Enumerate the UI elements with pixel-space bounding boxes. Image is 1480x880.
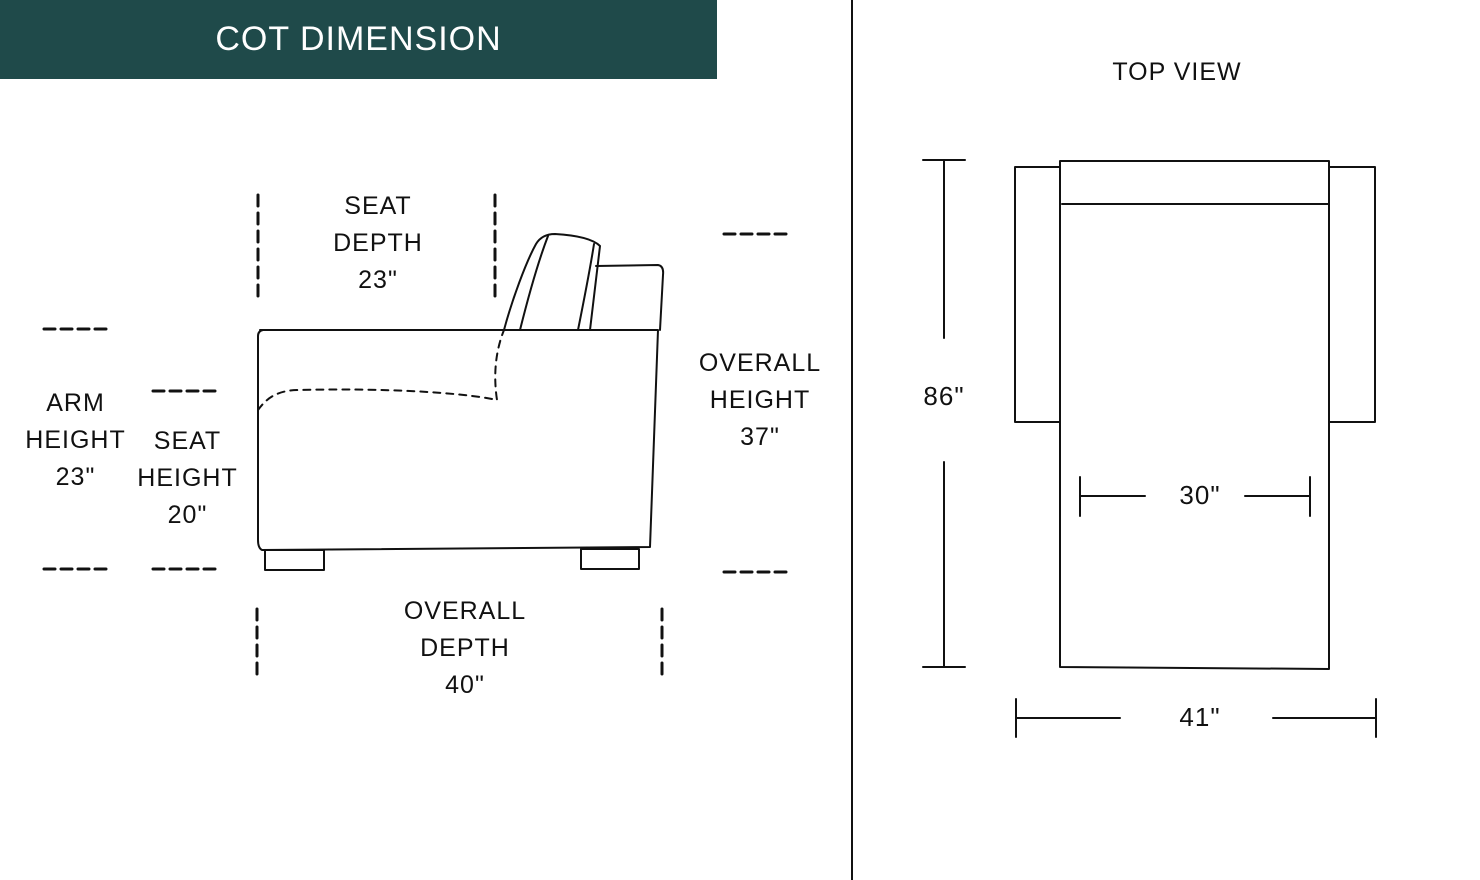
side-view-back-cushion xyxy=(503,233,601,331)
side-view-back-leg xyxy=(580,548,640,570)
top-view-cot-body xyxy=(1059,160,1330,670)
top-view-title: TOP VIEW xyxy=(1112,58,1242,86)
top-view-cot-illustration xyxy=(1014,160,1376,670)
panel-divider xyxy=(851,0,853,880)
side-view-cot-body xyxy=(257,329,659,551)
overall-depth-label: OVERALL DEPTH 40" xyxy=(403,597,527,699)
length-dimension-line xyxy=(922,159,966,668)
seat-height-label: SEAT HEIGHT 20" xyxy=(137,427,238,529)
side-view-front-leg xyxy=(264,549,325,571)
seat-width-dimension-value: 30" xyxy=(1179,480,1221,510)
top-view-right-arm xyxy=(1328,166,1376,423)
overall-height-label: OVERALL HEIGHT 37" xyxy=(698,349,822,451)
header-banner: COT DIMENSION xyxy=(0,0,717,79)
seat-width-dimension-line xyxy=(1079,476,1311,517)
side-view-cot-illustration xyxy=(257,233,665,571)
side-view-back-cushion-seam xyxy=(577,243,595,331)
overall-width-dimension-line xyxy=(1015,698,1377,738)
length-dimension-value: 86" xyxy=(923,381,965,411)
side-view-seat-cushion-outline xyxy=(257,329,505,411)
seat-depth-label: SEAT DEPTH 23" xyxy=(333,192,423,294)
overall-width-dimension-value: 41" xyxy=(1179,702,1221,732)
arm-height-label: ARM HEIGHT 23" xyxy=(25,389,126,491)
side-view-back-cushion-inner xyxy=(519,235,549,331)
page-title: COT DIMENSION xyxy=(215,20,502,58)
top-view-left-arm xyxy=(1014,166,1061,423)
side-view-back-frame xyxy=(595,264,665,331)
